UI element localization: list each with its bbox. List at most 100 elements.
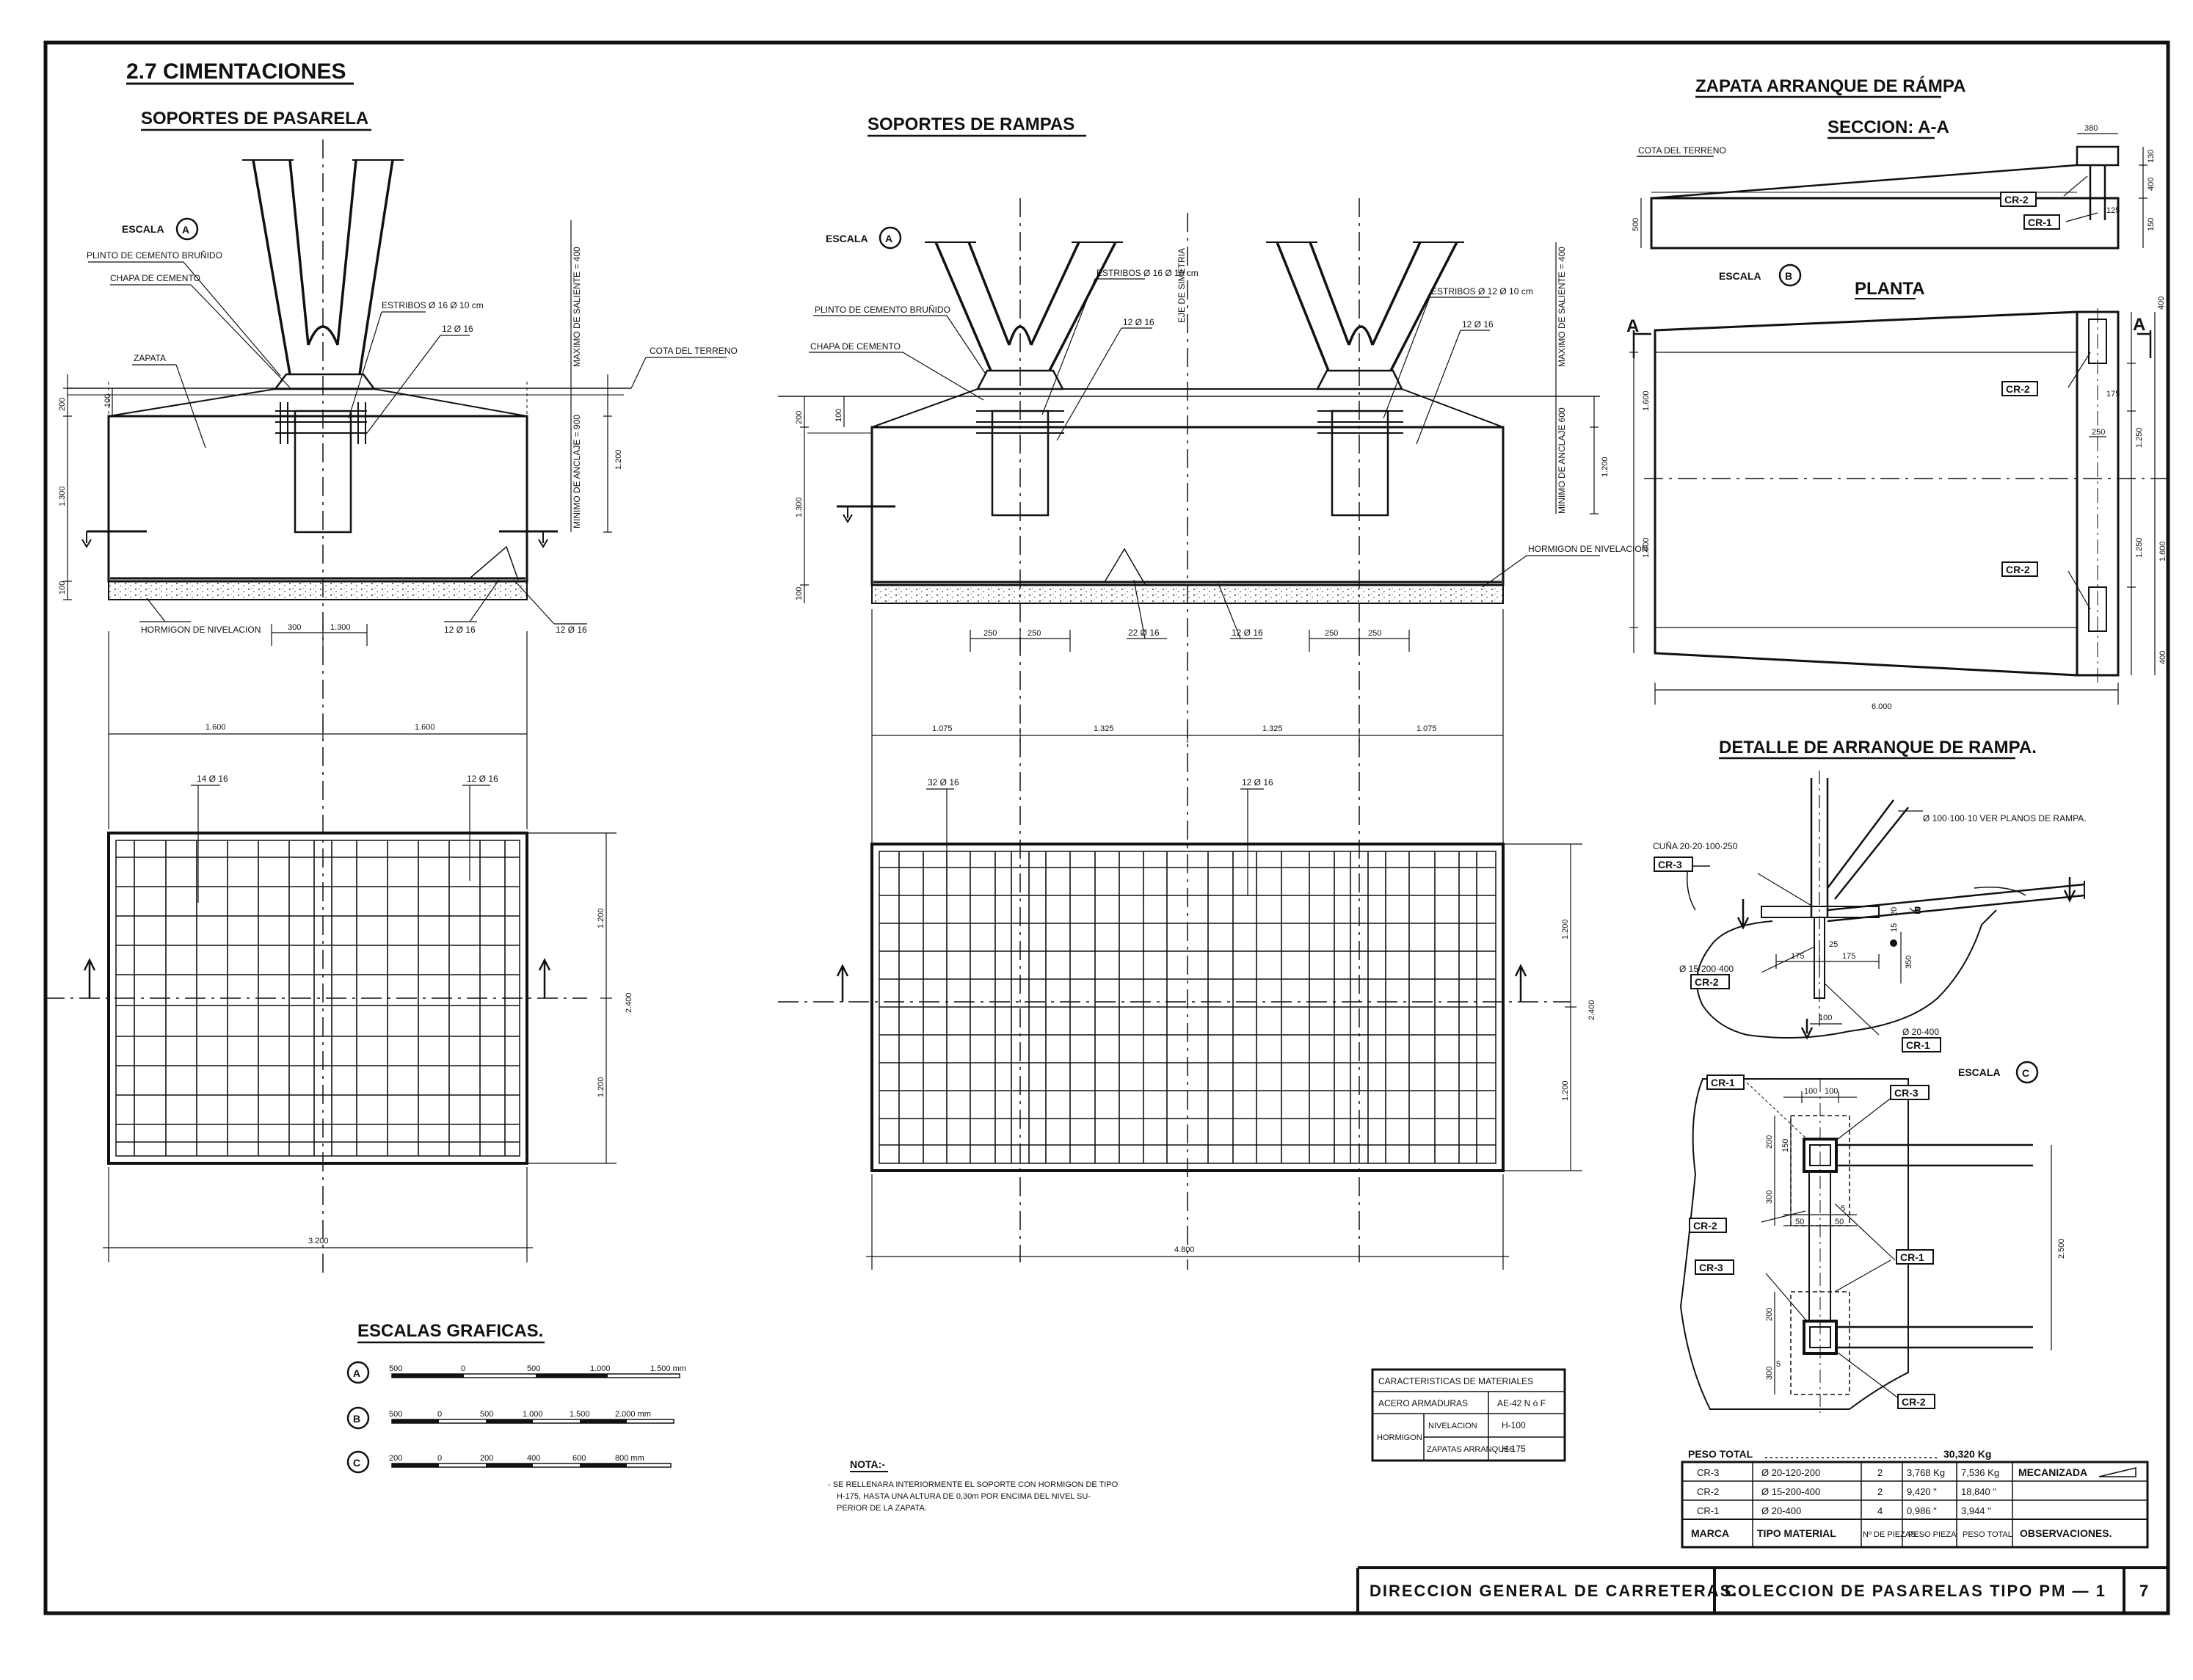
- detalle-dim-100b: 100: [1804, 1087, 1817, 1096]
- detalle-box-cr1a-text: CR-1: [1906, 1039, 1930, 1051]
- materiales-acero-value: AE-42 N ó F: [1497, 1398, 1546, 1408]
- zapata-escala-circle: [1778, 263, 1802, 287]
- zapata-dim-p1250a: 1.250: [2135, 427, 2144, 448]
- detalle-dim-15: 15: [1890, 923, 1899, 932]
- materiales-table: CARACTERISTICAS DE MATERIALES ACERO ARMA…: [1371, 1368, 1566, 1462]
- rampas-heading: SOPORTES DE RAMPAS: [868, 114, 1074, 134]
- rampas-plan-grid: [778, 843, 1571, 1172]
- detalle-dim-100: 100: [1819, 1014, 1832, 1022]
- detalle-box-cr2c-text: CR-2: [1902, 1396, 1926, 1408]
- zapata-dim-p400: 400: [2157, 297, 2166, 310]
- rampas-spacing-dims: [970, 630, 1410, 652]
- peso-table: PESO TOTAL 30,320 Kg CR-3 Ø 20-120-200 2…: [1681, 1448, 2149, 1549]
- escala-row-b: B 500 0 500 1.000 1.500 2.000 mm: [346, 1406, 674, 1430]
- zapata-dim-125: 125: [2106, 206, 2120, 215]
- detalle-plan: [1679, 1078, 2052, 1413]
- pasarela-plan-grid: [44, 832, 587, 1165]
- rampas-dim-1325b: 1.325: [1262, 724, 1283, 733]
- pasarela-chapa-label: CHAPA DE CEMENTO: [110, 273, 200, 283]
- rampas-escala-circle: [879, 226, 902, 250]
- escala-row-a-mark: A: [353, 1367, 360, 1379]
- escala-a-tick-4: 1.500 mm: [650, 1364, 686, 1373]
- sheet-title: 2.7 CIMENTACIONES: [126, 59, 346, 84]
- rampas-dim-1200b: 1.200: [1561, 1080, 1570, 1101]
- rampas-chapa-label: CHAPA DE CEMENTO: [810, 341, 901, 352]
- detalle-box-cr3b: [1890, 1085, 1930, 1100]
- sheet-frame: [43, 40, 2170, 1615]
- pasarela-dim-300: 300: [288, 623, 301, 632]
- pasarela-dim-1200v: 1.200: [614, 449, 623, 470]
- rampas-escala: ESCALA: [826, 233, 868, 244]
- peso-r1-marca: CR-2: [1697, 1486, 1719, 1497]
- pasarela-bar-b-label: 12 Ø 16: [556, 625, 587, 635]
- zapata-seccion: SECCION: A-A: [1828, 117, 1949, 137]
- pasarela-dim-2400: 2.400: [625, 992, 633, 1013]
- escalas-group: ESCALAS GRAFICAS. A 500 0 500 1.000 1.50…: [346, 1321, 686, 1474]
- peso-h-marca: MARCA: [1691, 1527, 1729, 1539]
- rampas-dim-1300: 1.300: [795, 497, 804, 517]
- pasarela-column: [242, 159, 404, 375]
- zapata-heading: ZAPATA ARRANQUE DE RÁMPA: [1695, 76, 1965, 96]
- escala-b-tick-1: 0: [437, 1410, 442, 1419]
- zapata-plan: [1629, 308, 2172, 705]
- rampas-dim-100b: 100: [795, 587, 804, 600]
- zapata-box-cr2-a-text: CR-2: [2006, 383, 2030, 395]
- escala-b-tick-4: 1.500: [570, 1410, 590, 1419]
- detalle-dim-300b: 300: [1765, 1367, 1774, 1380]
- rampas-hormigon-label: HORMIGON DE NIVELACION: [1528, 544, 1648, 554]
- detalle-escala: ESCALA: [1958, 1066, 2001, 1078]
- detalle-box-cr3c-text: CR-3: [1699, 1262, 1723, 1273]
- detalle-box-cr2b: [1689, 1218, 1727, 1233]
- zapata-group: ZAPATA ARRANQUE DE RÁMPA SECCION: A-A CO…: [1626, 76, 2172, 711]
- zapata-dim-150: 150: [2147, 218, 2156, 231]
- peso-r2-total: 3,944 ": [1961, 1505, 1991, 1516]
- rampas-dim-100: 100: [834, 409, 843, 422]
- zapata-box-cr2-sec: [2000, 192, 2037, 207]
- escala-row-c: C 200 0 200 400 600 800 mm: [346, 1450, 672, 1474]
- peso-label: PESO TOTAL: [1688, 1448, 1753, 1460]
- detalle-dim-200: 200: [1765, 1135, 1774, 1149]
- detalle-perfil-label: Ø 100·100·10 VER PLANOS DE RAMPA.: [1923, 813, 2087, 823]
- zapata-escala-mark: B: [1785, 270, 1792, 282]
- detalle-box-cr3a-text: CR-3: [1658, 859, 1682, 870]
- detalle-dim-5a: 5: [1841, 1204, 1845, 1213]
- pasarela-anclaje: MAXIMO DE SALIENTE = 400: [572, 247, 582, 367]
- rampas-dim-1200: 1.200: [1601, 457, 1610, 477]
- zapata-dim-p6000: 6.000: [1872, 702, 1892, 711]
- escala-b-tick-5: 2.000 mm: [615, 1410, 651, 1419]
- detalle-box-cr2a: [1690, 974, 1730, 989]
- detalle-escala-circle: [2015, 1061, 2039, 1084]
- pasarela-dim-100b: 100: [58, 581, 67, 594]
- escala-c-tick-0: 200: [389, 1454, 402, 1463]
- rampas-bar1-label: 12 Ø 16: [1123, 317, 1154, 327]
- pasarela-dim-1600a: 1.600: [206, 723, 226, 732]
- peso-r0-n: 2: [1877, 1467, 1883, 1478]
- detalle-box-cr3b-text: CR-3: [1894, 1087, 1919, 1099]
- peso-r2-tipo: Ø 20-400: [1761, 1505, 1801, 1516]
- peso-value: 30,320 Kg: [1943, 1448, 1991, 1460]
- pasarela-dim-1600b: 1.600: [415, 723, 435, 732]
- rampas-bar2-label: 12 Ø 16: [1462, 319, 1494, 330]
- rampas-dim-4800: 4.800: [1174, 1246, 1195, 1254]
- peso-r2-n: 4: [1877, 1505, 1883, 1516]
- rampas-plinto-label: PLINTO DE CEMENTO BRUÑIDO: [815, 305, 950, 315]
- nota-line1: - SE RELLENARA INTERIORMENTE EL SOPORTE …: [828, 1480, 1119, 1489]
- rampas-footing-elev: [778, 369, 1600, 604]
- rampas-plan-dims: [866, 609, 1582, 1270]
- materiales-acero-label: ACERO ARMADURAS: [1378, 1398, 1468, 1408]
- rampas-anclaje2: MINIMO DE ANCLAJE 600: [1557, 407, 1567, 514]
- zapata-dim-p1000: 1.000: [1642, 537, 1651, 558]
- pasarela-escala-mark: A: [182, 224, 189, 236]
- zapata-planta: PLANTA: [1855, 279, 1925, 299]
- footer-title-block: DIRECCION GENERAL DE CARRETERAS. COLECCI…: [1370, 1582, 2148, 1600]
- rampas-dim-1075a: 1.075: [932, 724, 953, 733]
- detalle-box-cr2c: [1897, 1394, 1935, 1409]
- pasarela-hormigon-label: HORMIGON DE NIVELACION: [141, 625, 261, 635]
- peso-r0-total: 7,536 Kg: [1961, 1467, 1999, 1478]
- pasarela-group: SOPORTES DE PASARELA ESCALA A: [44, 109, 738, 1277]
- footer-direccion: DIRECCION GENERAL DE CARRETERAS.: [1370, 1582, 1738, 1600]
- zapata-dim-380: 380: [2084, 124, 2098, 133]
- rampas-estribos2-label: ESTRIBOS Ø 12 Ø 10 cm: [1431, 286, 1533, 297]
- detalle-group: DETALLE DE ARRANQUE DE RAMPA.: [1653, 738, 2087, 1413]
- pasarela-escala: ESCALA: [122, 223, 164, 235]
